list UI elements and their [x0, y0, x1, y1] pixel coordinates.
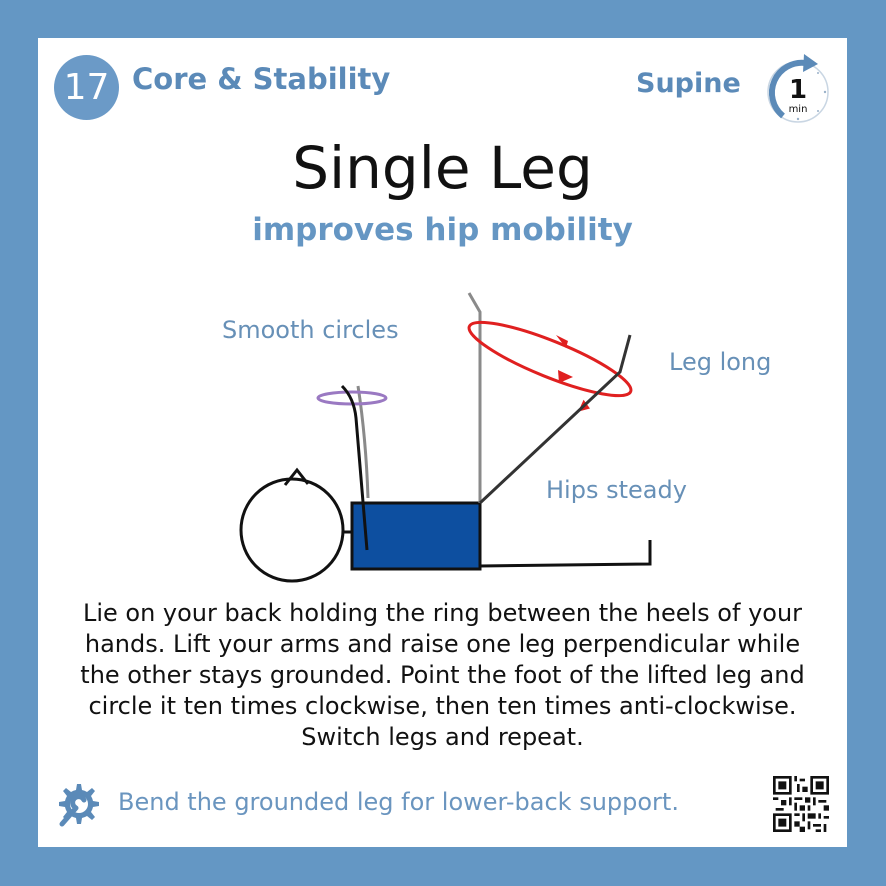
torso-shape [350, 501, 482, 571]
position-label: Supine [636, 68, 741, 99]
exercise-diagram [239, 292, 652, 583]
exercise-description: Lie on your back holding the ring betwee… [80, 599, 805, 751]
label-smooth-circles: Smooth circles [222, 316, 399, 344]
leg-circle-path [467, 320, 633, 398]
label-leg-long: Leg long [669, 348, 772, 376]
timer-value: 1 [789, 75, 807, 105]
exercise-title: Single Leg [292, 134, 593, 202]
category-label: Core & Stability [132, 62, 391, 96]
exercise-card: 17 Core & Stability Supine 1 min Single … [38, 38, 847, 847]
exercise-subtitle: improves hip mobility [252, 212, 633, 248]
timer-unit: min [789, 104, 808, 115]
head-shape [239, 477, 345, 583]
exercise-number-badge: 17 [54, 55, 119, 120]
qr-code-icon[interactable] [773, 776, 829, 832]
timer-icon: 1 min [767, 54, 829, 123]
gear-wrench-icon [59, 784, 99, 827]
tip-text: Bend the grounded leg for lower-back sup… [118, 788, 679, 816]
label-hips-steady: Hips steady [546, 476, 687, 504]
